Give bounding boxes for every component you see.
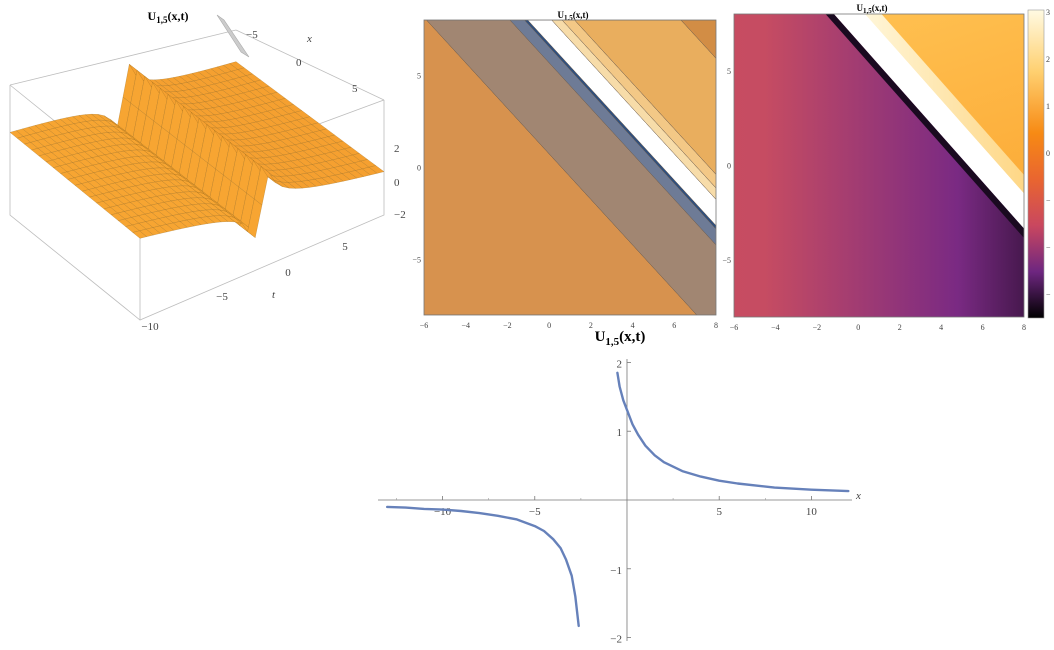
surface3d-t-tick: −10 xyxy=(141,321,159,333)
density-colorbar xyxy=(1027,9,1045,319)
contour-regions xyxy=(424,20,716,315)
surface3d-x-tick: 0 xyxy=(296,57,302,69)
density-plot: U1,5(x,t) −6 −4 −2 0 2 4 6 8 5 0 −5 3 2 1 0 − − − xyxy=(722,3,1051,332)
colorbar-tick: 0 xyxy=(1046,149,1050,158)
contour-gap xyxy=(527,20,716,226)
contour-x-tick: −4 xyxy=(461,321,470,330)
surface3d-z-tick: 0 xyxy=(394,177,400,189)
density-x-tick: 2 xyxy=(898,323,902,332)
line-x-tick: 5 xyxy=(716,506,722,518)
contour-plot: U1,5(x,t) −6 −4 −2 0 2 4 6 8 5 0 −5 xyxy=(412,10,718,330)
contour-band xyxy=(551,20,716,200)
colorbar-tick: − xyxy=(1046,196,1051,205)
density-x-tick: 4 xyxy=(939,323,943,332)
contour-x-tick: 6 xyxy=(672,321,676,330)
surface3d-x-tick: 5 xyxy=(352,83,358,95)
contour-band xyxy=(509,20,716,246)
contour-x-tick: 4 xyxy=(631,321,635,330)
density-ticks: −6 −4 −2 0 2 4 6 8 5 0 −5 xyxy=(722,67,1026,332)
contour-ticks: −6 −4 −2 0 2 4 6 8 5 0 −5 xyxy=(412,71,718,330)
contour-title: U1,5(x,t) xyxy=(558,10,589,22)
line-x-tick: −10 xyxy=(434,506,452,518)
line-series-branch xyxy=(616,371,850,493)
density-y-tick: −5 xyxy=(722,256,731,265)
density-x-tick: −2 xyxy=(813,323,822,332)
density-x-tick: −6 xyxy=(730,323,739,332)
density-dark-edge xyxy=(825,14,1024,238)
contour-band xyxy=(680,20,716,59)
contour-band xyxy=(424,20,698,315)
contour-x-tick: 2 xyxy=(589,321,593,330)
density-frame xyxy=(733,13,1025,318)
surface3d-t-tick: 5 xyxy=(342,241,348,253)
contour-band xyxy=(524,20,716,230)
colorbar-tick: 2 xyxy=(1046,55,1050,64)
surface3d-t-tick: −5 xyxy=(216,291,228,303)
surface3d-x-tick: −5 xyxy=(246,29,258,41)
surface3d-t-tick: 0 xyxy=(285,267,291,279)
contour-y-tick: 0 xyxy=(417,164,421,173)
density-title: U1,5(x,t) xyxy=(857,3,888,15)
line-series-branch xyxy=(386,505,580,628)
contour-x-tick: 8 xyxy=(714,321,718,330)
density-y-tick: 5 xyxy=(727,67,731,76)
line-y-tick: 2 xyxy=(616,358,622,370)
contour-frame xyxy=(423,19,717,316)
surface-patch xyxy=(368,165,385,174)
density-x-tick: 8 xyxy=(1022,323,1026,332)
density-panel: U1,5(x,t) −6 −4 −2 0 2 4 6 8 5 0 −5 3 2 1 0 − − − xyxy=(720,0,1054,335)
line-y-tick: −2 xyxy=(610,634,622,645)
surface3d-title: U1,5(x,t) xyxy=(148,9,189,25)
line-title: U1,5(x,t) xyxy=(595,329,646,348)
line-x-tick: −5 xyxy=(529,506,541,518)
contour-y-tick: −5 xyxy=(412,256,421,265)
surface3d-ticks: −5 0 5 −10 −5 0 5 2 0 −2 xyxy=(141,29,405,333)
singular-wall xyxy=(216,14,250,58)
line-series xyxy=(386,371,850,628)
contour-y-tick: 5 xyxy=(417,71,421,80)
density-regions xyxy=(734,14,1024,317)
surface3d-panel: U1,5(x,t) −5 0 5 −10 −5 0 5 2 0 −2 x t xyxy=(0,0,410,335)
line-y-tick: 1 xyxy=(616,427,622,439)
contour-panel: U1,5(x,t) −6 −4 −2 0 2 4 6 8 5 0 −5 xyxy=(410,0,720,335)
surface3d-t-label: t xyxy=(272,289,276,301)
colorbar-tick: 1 xyxy=(1046,102,1050,111)
line-x-label: x xyxy=(855,490,861,502)
colorbar-tick: − xyxy=(1046,290,1051,299)
colorbar-ticks: 3 2 1 0 − − − xyxy=(1046,8,1051,299)
surface3d-z-tick: 2 xyxy=(394,143,400,155)
colorbar-tick: − xyxy=(1046,243,1051,252)
contour-band xyxy=(574,20,716,175)
contour-x-tick: −6 xyxy=(420,321,429,330)
density-x-tick: 6 xyxy=(981,323,985,332)
colorbar-tick: 3 xyxy=(1046,8,1050,17)
contour-band xyxy=(561,20,716,189)
contour-band xyxy=(426,20,716,315)
contour-x-tick: −2 xyxy=(503,321,512,330)
line-x-tick: 10 xyxy=(806,506,818,518)
density-y-tick: 0 xyxy=(727,162,731,171)
surface3d-plot: U1,5(x,t) −5 0 5 −10 −5 0 5 2 0 −2 x t xyxy=(9,9,406,333)
density-x-tick: −4 xyxy=(771,323,780,332)
density-low-region xyxy=(734,14,1024,317)
line-panel: U1,5(x,t) −10 −5 5 10 2 1 −1 −2 x xyxy=(370,325,870,646)
density-x-tick: 0 xyxy=(856,323,860,332)
surface3d-z-tick: −2 xyxy=(394,209,406,221)
surface3d-mesh xyxy=(9,14,385,239)
line-plot: U1,5(x,t) −10 −5 5 10 2 1 −1 −2 x xyxy=(378,329,861,646)
line-y-tick: −1 xyxy=(610,565,622,577)
line-axes: −10 −5 5 10 2 1 −1 −2 xyxy=(378,358,852,646)
contour-x-tick: 0 xyxy=(547,321,551,330)
surface3d-x-label: x xyxy=(306,33,312,45)
